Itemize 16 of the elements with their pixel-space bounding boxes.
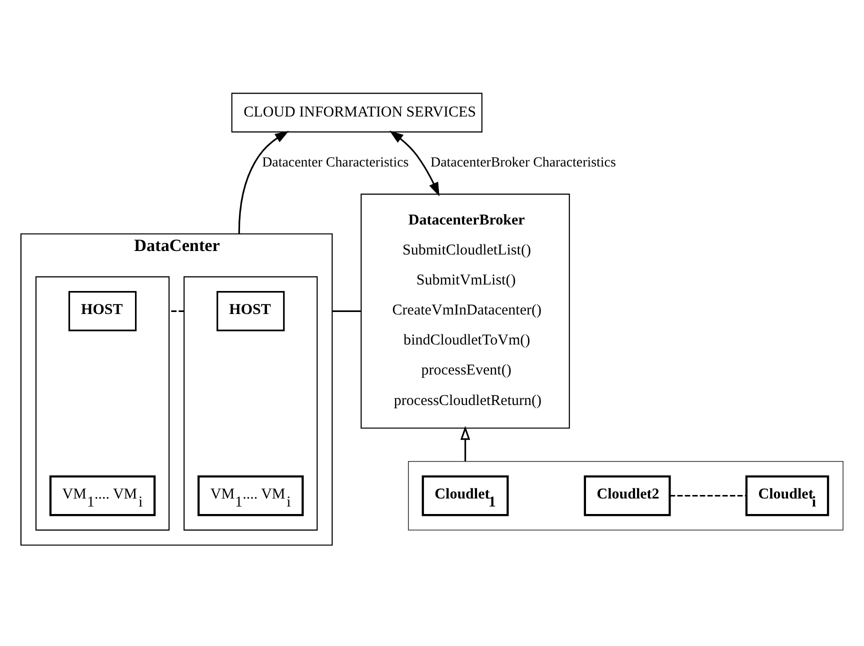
node-box: Cloudlet2 — [584, 474, 671, 516]
node-box: CLOUD INFORMATION SERVICES — [231, 92, 482, 132]
arrow — [460, 425, 470, 461]
cluster — [35, 276, 170, 530]
arrow — [389, 130, 440, 196]
arrow — [238, 130, 289, 234]
connector — [169, 310, 184, 312]
node-box: DatacenterBroker SubmitCloudletList() SubmitVmList() CreateVmInDatacenter() bindCloudletToVm() processEvent() processCloudletReturn() — [360, 193, 570, 428]
connector — [332, 310, 361, 312]
node-box: HOST — [216, 290, 285, 331]
node-box: HOST — [68, 290, 137, 331]
edge-label: Datacenter Characteristics — [262, 155, 409, 170]
connector — [670, 494, 746, 496]
cluster — [408, 460, 844, 530]
edge-label: DatacenterBroker Characteristics — [430, 155, 616, 170]
cluster — [184, 276, 318, 530]
